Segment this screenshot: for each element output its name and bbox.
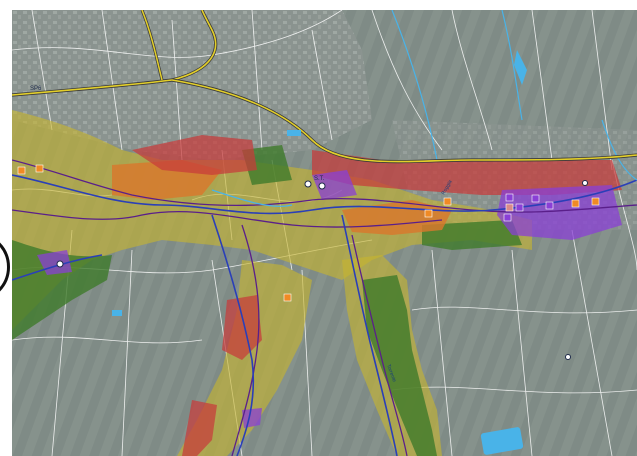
warning-marker-icon[interactable] [503, 213, 512, 222]
hazard-zone-violet-south[interactable] [242, 408, 262, 428]
water-pond-small [112, 310, 122, 316]
hazard-zone-violet-center[interactable] [312, 170, 357, 200]
site-point-icon[interactable] [56, 260, 64, 268]
water-pond-south-east [480, 427, 524, 455]
warning-markers [17, 164, 600, 302]
hazard-zone-red-river[interactable] [182, 400, 217, 456]
site-point-icon[interactable] [582, 180, 588, 186]
hazard-zone-green-south[interactable] [362, 275, 437, 456]
map-svg: Roggia Torrente SP6 S.T. [12, 10, 637, 456]
warning-marker-icon[interactable] [424, 209, 433, 218]
warning-marker-icon[interactable] [17, 166, 26, 175]
warning-marker-icon[interactable] [545, 201, 554, 210]
site-point-icon[interactable] [565, 354, 571, 360]
road-label: SP6 [30, 86, 42, 92]
stream-label-south: Torrente [385, 364, 397, 383]
warning-marker-icon[interactable] [505, 203, 514, 212]
water-channel-north-east [514, 50, 527, 85]
warning-marker-icon[interactable] [531, 194, 540, 203]
zone-boundaries [12, 159, 637, 456]
warning-marker-icon[interactable] [571, 199, 580, 208]
hazard-zone-red-south[interactable] [222, 295, 262, 360]
compass-fragment-icon [0, 232, 12, 302]
stream-light-lines [211, 10, 637, 207]
hazard-zone-green-west[interactable] [12, 240, 112, 340]
warning-marker-icon[interactable] [505, 193, 514, 202]
hazard-zone-green-east[interactable] [422, 220, 522, 250]
warning-marker-icon[interactable] [515, 203, 524, 212]
hazard-zone-violet-east[interactable] [497, 185, 622, 240]
warning-marker-icon[interactable] [591, 197, 600, 206]
warning-marker-icon[interactable] [35, 164, 44, 173]
warning-marker-icon[interactable] [283, 293, 292, 302]
main-road[interactable] [12, 10, 637, 164]
map-canvas[interactable]: Roggia Torrente SP6 S.T. [12, 10, 637, 456]
warning-marker-icon[interactable] [443, 197, 452, 206]
hazard-zone-red-town[interactable] [132, 135, 257, 175]
locality-label: S.T. [314, 176, 325, 182]
site-point-icon[interactable] [304, 180, 312, 188]
water-pond-north [287, 130, 301, 136]
site-point-icon[interactable] [318, 182, 326, 190]
